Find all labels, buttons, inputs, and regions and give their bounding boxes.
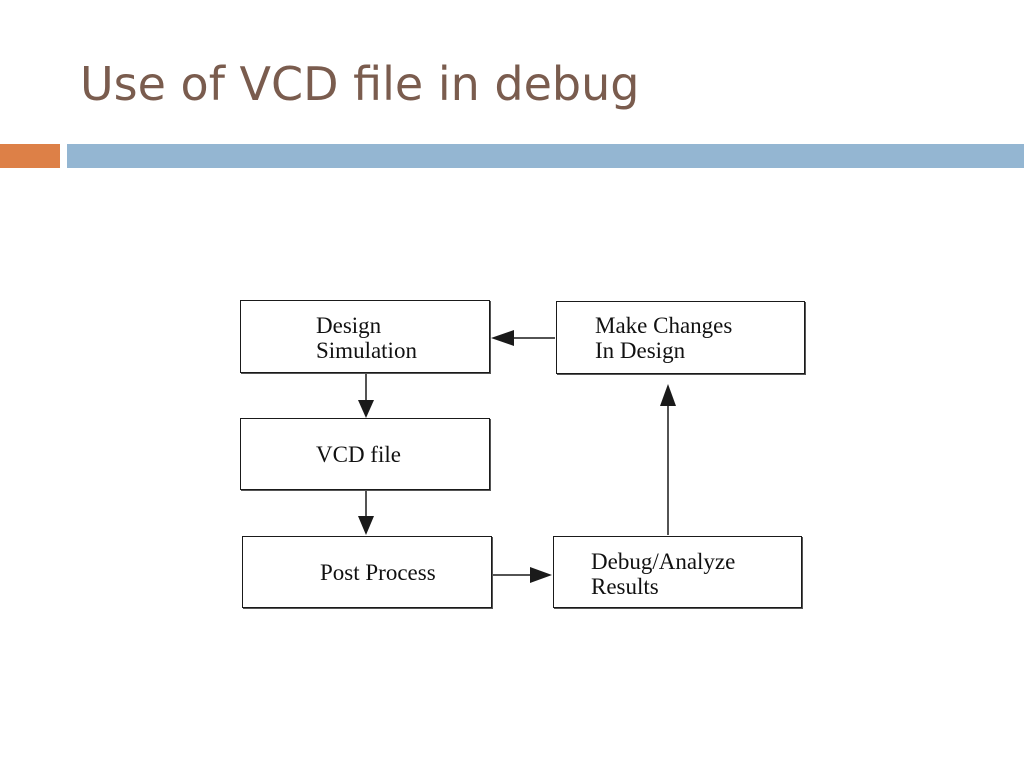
accent-bar-blue — [67, 144, 1024, 168]
accent-bar-orange — [0, 144, 60, 168]
node-debug-analyze-label: Debug/Analyze Results — [591, 549, 735, 599]
node-vcd-file-line1: VCD file — [316, 442, 401, 467]
node-debug-analyze-line1: Debug/Analyze — [591, 549, 736, 574]
node-design-simulation-label: Design Simulation — [316, 313, 417, 363]
arrowhead-down-vcd — [358, 400, 374, 418]
node-design-simulation — [240, 300, 490, 373]
node-design-simulation-line2: Simulation — [316, 338, 417, 363]
arrowhead-right-debug — [530, 567, 552, 583]
node-vcd-file — [240, 418, 490, 490]
arrowhead-left-design — [491, 330, 514, 346]
node-make-changes — [556, 301, 805, 374]
node-make-changes-line2: In Design — [595, 338, 686, 363]
node-debug-analyze — [553, 536, 802, 608]
node-post-process — [242, 536, 492, 608]
node-vcd-file-label: VCD file — [316, 442, 401, 467]
node-make-changes-line1: Make Changes — [595, 313, 733, 338]
arrowhead-up-changes — [660, 384, 676, 406]
node-post-process-line1: Post Process — [320, 560, 436, 585]
node-make-changes-label: Make Changes In Design — [595, 313, 732, 363]
node-debug-analyze-line2: Results — [591, 574, 659, 599]
node-post-process-label: Post Process — [320, 560, 436, 585]
node-design-simulation-line1: Design — [316, 313, 382, 338]
slide-title: Use of VCD file in debug — [80, 57, 640, 111]
arrowhead-down-post — [358, 516, 374, 535]
